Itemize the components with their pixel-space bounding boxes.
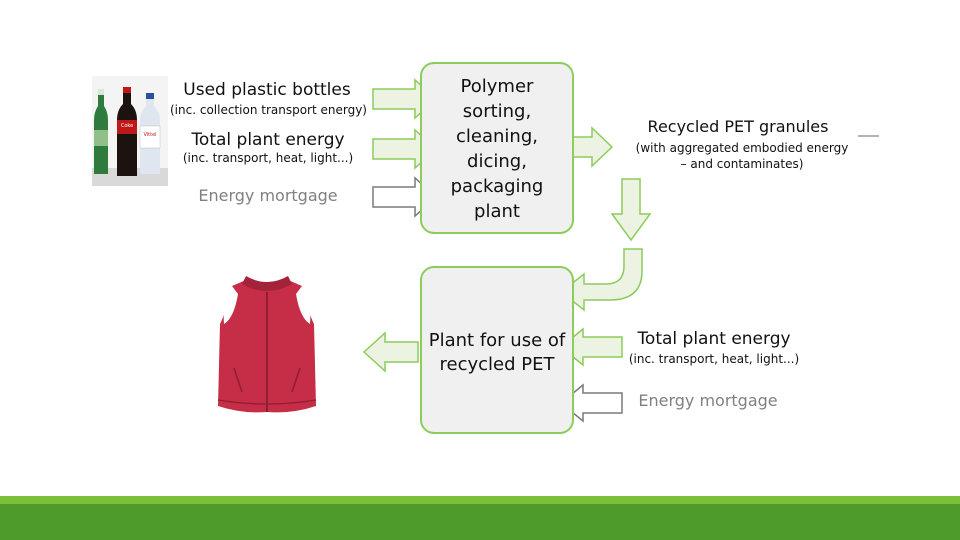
plant-energy-label-top: Total plant energy xyxy=(191,130,345,150)
bottles-photo: Coke Vittel xyxy=(92,76,168,186)
plant-energy-note-bottom: (inc. transport, heat, light...) xyxy=(628,352,800,366)
sorting-line-5: packaging xyxy=(450,176,544,197)
used-bottles-label: Used plastic bottles xyxy=(183,80,351,100)
plant-energy-note-top: (inc. transport, heat, light...) xyxy=(182,151,354,165)
arrow-plant-to-vest xyxy=(362,331,419,373)
plant-line-1: Plant for use of xyxy=(428,330,566,351)
granules-title: Recycled PET granules xyxy=(647,117,829,136)
bottle-label-coke: Coke xyxy=(120,123,134,129)
energy-mortgage-label-top: Energy mortgage xyxy=(198,186,338,205)
plant-energy-label-bottom: Total plant energy xyxy=(637,329,791,349)
bottle-label-vittel: Vittel xyxy=(143,132,157,138)
sorting-plant-box: Polymer sorting, cleaning, dicing, packa… xyxy=(420,62,574,234)
footer-accent-bar xyxy=(0,496,960,504)
granules-note-1: (with aggregated embodied energy xyxy=(635,141,849,155)
sorting-line-3: cleaning, xyxy=(456,126,538,147)
plant-line-2: recycled PET xyxy=(439,354,555,375)
footer-bar xyxy=(0,504,960,540)
arrow-granules-down xyxy=(610,178,652,242)
recycled-pet-plant-box: Plant for use of recycled PET xyxy=(420,266,574,434)
granules-note-2: – and contaminates) xyxy=(680,157,804,171)
sorting-line-2: sorting, xyxy=(462,101,532,122)
used-bottles-note: (inc. collection transport energy) xyxy=(170,103,367,117)
sorting-line-4: dicing, xyxy=(467,151,527,172)
vest-illustration xyxy=(217,276,317,413)
sorting-line-6: plant xyxy=(474,201,520,222)
energy-mortgage-label-bottom: Energy mortgage xyxy=(638,391,778,410)
bottles-illustration xyxy=(92,76,168,186)
red-vest-photo xyxy=(212,272,322,418)
sorting-line-1: Polymer xyxy=(460,76,534,97)
